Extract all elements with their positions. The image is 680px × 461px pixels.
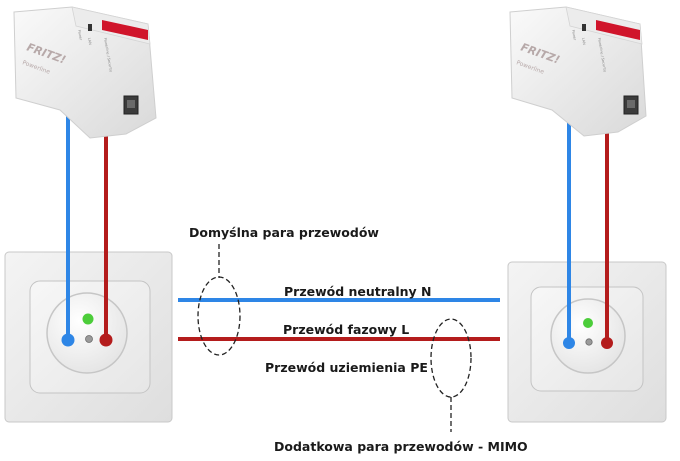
right-vertical-wires (567, 112, 609, 340)
left-adapter-led-power: Power (77, 29, 83, 41)
right-socket-screw (585, 338, 593, 346)
left-wall-socket (4, 251, 173, 423)
left-adapter-led-powerline: Powerline / Security (103, 37, 113, 72)
label-default-pair: Domyślna para przewodów (189, 225, 379, 240)
left-socket-ground-pin (82, 313, 94, 325)
left-adapter-red-stripe (102, 20, 148, 40)
right-socket-phase-hole (601, 337, 613, 349)
label-ground-wire: Przewód uziemienia PE (265, 360, 428, 375)
default-pair-marker (197, 276, 241, 356)
left-socket-screw (85, 335, 93, 343)
left-vertical-wires (66, 112, 108, 336)
label-phase-wire: Przewód fazowy L (283, 322, 409, 337)
left-socket-phase-hole (99, 333, 113, 347)
left-adapter-led-lan: LAN (87, 37, 92, 45)
extra-pair-marker (430, 318, 472, 398)
left-powerline-adapter: FRITZ! Powerline Power LAN Powerline / S… (13, 6, 157, 139)
label-neutral-wire: Przewód neutralny N (284, 284, 432, 299)
right-adapter-led-power: Power (571, 29, 577, 41)
horizontal-wires (178, 298, 500, 379)
right-socket-ground-pin (583, 318, 593, 328)
right-adapter-led-powerline: Powerline / Security (597, 37, 607, 72)
label-extra-pair: Dodatkowa para przewodów - MIMO (274, 439, 528, 454)
right-adapter-led-lan: LAN (581, 37, 586, 45)
left-socket-neutral-hole (61, 333, 75, 347)
right-adapter-red-stripe (596, 20, 640, 40)
right-powerline-adapter: FRITZ! Powerline Power LAN Powerline / S… (509, 6, 647, 137)
right-socket-neutral-hole (563, 337, 575, 349)
